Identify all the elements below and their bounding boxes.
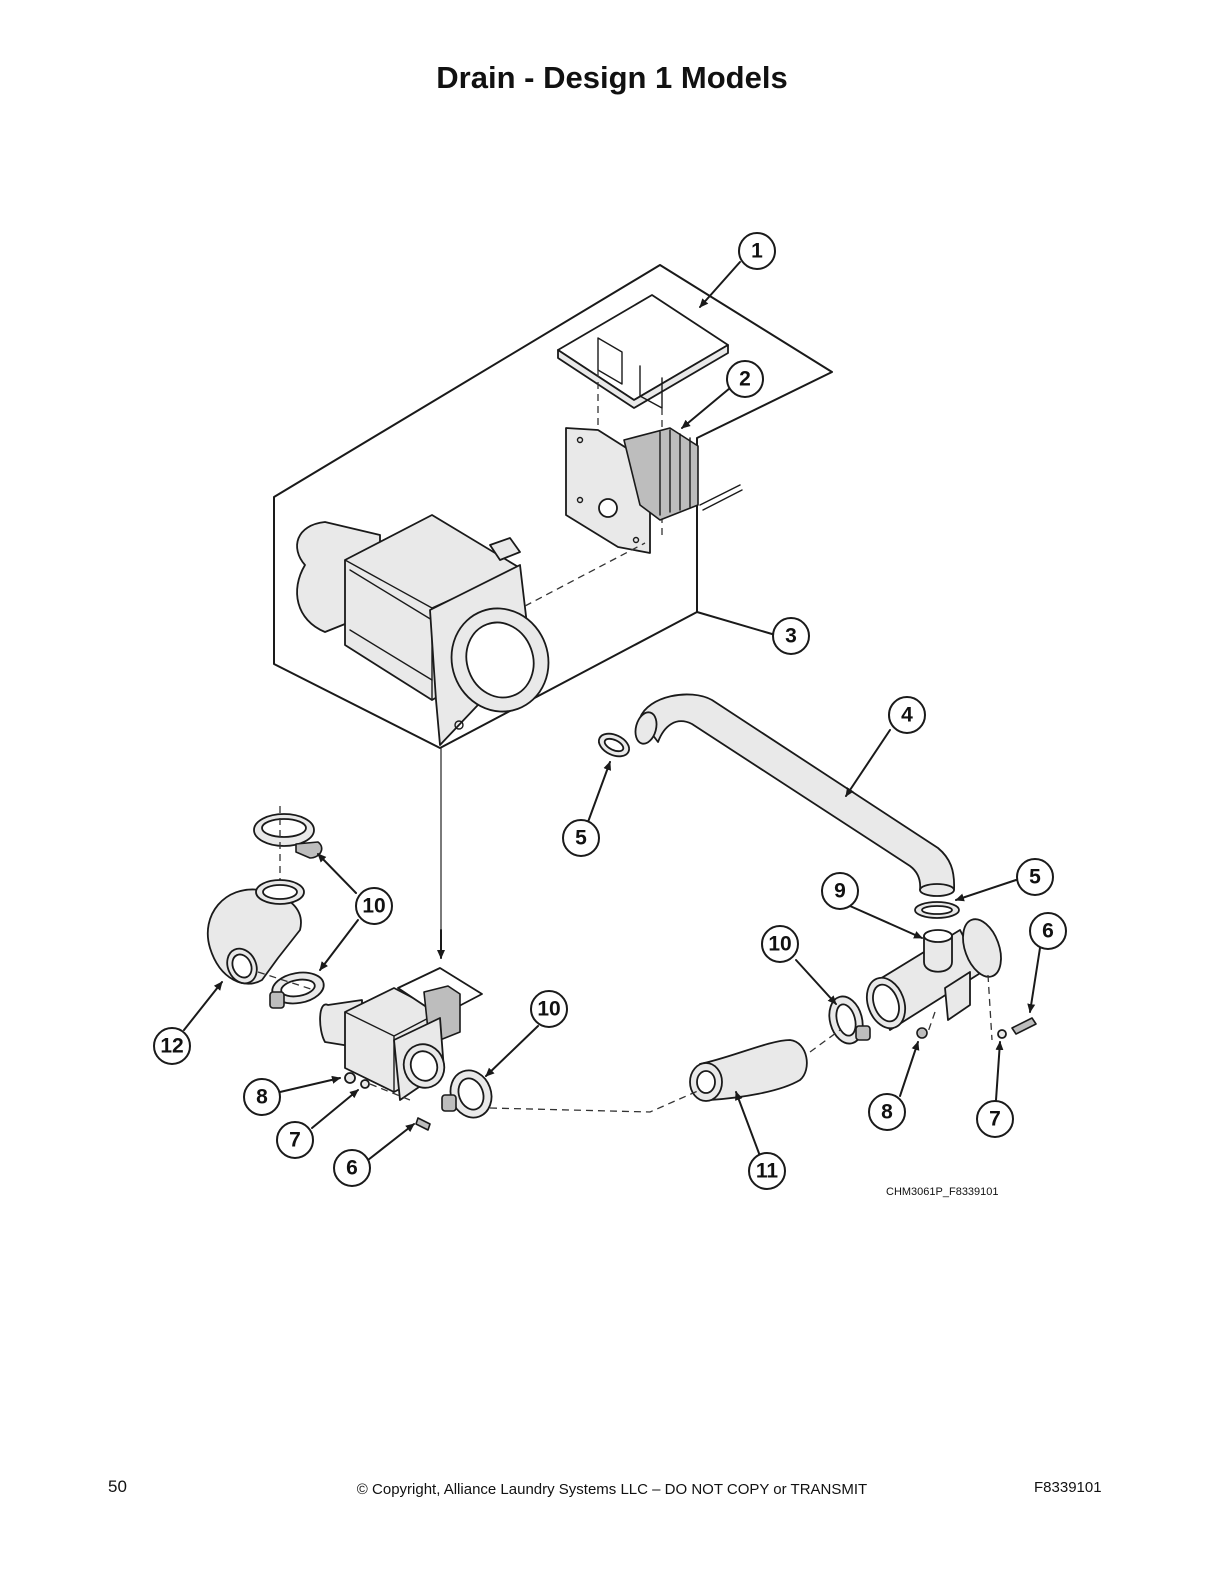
callout-11: 11 bbox=[748, 1152, 786, 1190]
figure-code: CHM3061P_F8339101 bbox=[886, 1186, 999, 1198]
leader-lines bbox=[183, 261, 1041, 1161]
callout-number: 6 bbox=[346, 1157, 358, 1180]
tee-fitting-part bbox=[865, 918, 1002, 1041]
callout-6: 6 bbox=[1029, 912, 1067, 950]
detail-frame bbox=[273, 264, 833, 955]
drain-valve-assembly-small bbox=[319, 967, 483, 1101]
callout-number: 1 bbox=[751, 240, 763, 263]
callout-number: 5 bbox=[575, 827, 587, 850]
callout-12: 12 bbox=[153, 1027, 191, 1065]
callout-10: 10 bbox=[355, 887, 393, 925]
callout-number: 7 bbox=[989, 1108, 1001, 1131]
callout-number: 9 bbox=[834, 880, 846, 903]
callout-number: 8 bbox=[881, 1101, 893, 1124]
callout-1: 1 bbox=[738, 232, 776, 270]
short-hose-part bbox=[689, 1039, 808, 1102]
callout-number: 10 bbox=[537, 998, 560, 1021]
callout-number: 6 bbox=[1042, 920, 1054, 943]
callout-6: 6 bbox=[333, 1149, 371, 1187]
callout-number: 7 bbox=[289, 1129, 301, 1152]
callout-10: 10 bbox=[530, 990, 568, 1028]
cover-plate-part bbox=[557, 294, 729, 540]
hose-clamp-part bbox=[441, 1069, 493, 1119]
callout-10: 10 bbox=[761, 925, 799, 963]
hose-clamp-part bbox=[253, 806, 323, 880]
callout-3: 3 bbox=[772, 617, 810, 655]
hose-clamp-part bbox=[914, 901, 960, 919]
callout-7: 7 bbox=[276, 1121, 314, 1159]
hose-clamp-part bbox=[597, 732, 631, 758]
callout-4: 4 bbox=[888, 696, 926, 734]
hose-clamp-part bbox=[269, 971, 325, 1009]
document-number: F8339101 bbox=[1034, 1479, 1102, 1496]
hose-clamp-part bbox=[828, 995, 871, 1045]
drain-valve-body-part bbox=[296, 514, 646, 746]
callout-number: 8 bbox=[256, 1086, 268, 1109]
callout-number: 11 bbox=[756, 1160, 779, 1183]
callout-number: 10 bbox=[362, 895, 385, 918]
copyright-notice: © Copyright, Alliance Laundry Systems LL… bbox=[356, 1481, 868, 1498]
callout-number: 5 bbox=[1029, 866, 1041, 889]
callout-8: 8 bbox=[243, 1078, 281, 1116]
callout-9: 9 bbox=[821, 872, 859, 910]
callout-number: 2 bbox=[739, 368, 751, 391]
page-number: 50 bbox=[108, 1477, 127, 1496]
drain-hose-part bbox=[634, 693, 955, 897]
callout-2: 2 bbox=[726, 360, 764, 398]
callout-number: 10 bbox=[768, 933, 791, 956]
elbow-part bbox=[206, 879, 315, 991]
page-title: Drain - Design 1 Models bbox=[436, 60, 788, 95]
callout-number: 4 bbox=[901, 704, 913, 727]
callout-7: 7 bbox=[976, 1100, 1014, 1138]
callout-5: 5 bbox=[562, 819, 600, 857]
connection-line bbox=[809, 1029, 841, 1053]
connection-line bbox=[489, 1089, 701, 1113]
callout-8: 8 bbox=[868, 1093, 906, 1131]
callout-5: 5 bbox=[1016, 858, 1054, 896]
motor-part bbox=[565, 427, 743, 554]
callout-number: 3 bbox=[785, 625, 797, 648]
callout-number: 12 bbox=[160, 1035, 183, 1058]
hardware-left bbox=[344, 1072, 431, 1131]
hardware-right bbox=[916, 1017, 1037, 1039]
